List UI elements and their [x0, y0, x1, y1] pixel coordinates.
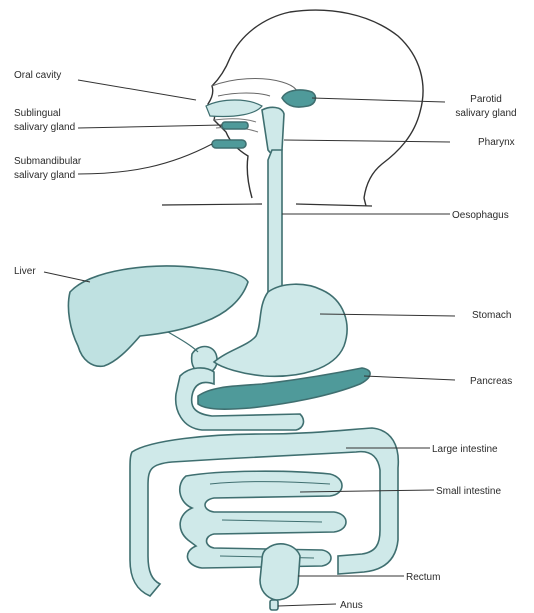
label-sublingual-line1: Sublingual — [14, 108, 61, 119]
label-large-intestine: Large intestine — [432, 444, 498, 455]
rectum — [260, 544, 300, 600]
label-oesophagus: Oesophagus — [452, 210, 509, 221]
label-parotid-line2: salivary gland — [455, 108, 516, 119]
submandibular-gland — [212, 140, 246, 148]
sublingual-gland — [222, 122, 248, 129]
liver — [68, 266, 248, 366]
label-parotid-line1: Parotid — [470, 94, 502, 105]
label-sublingual-line2: salivary gland — [14, 122, 75, 133]
label-anus: Anus — [340, 600, 363, 611]
shoulder-line — [162, 204, 372, 206]
label-rectum: Rectum — [406, 572, 440, 583]
label-small-intestine: Small intestine — [436, 486, 501, 497]
anal-canal — [270, 600, 278, 610]
parotid-gland — [282, 90, 315, 107]
label-stomach: Stomach — [472, 310, 511, 321]
oesophagus — [268, 150, 282, 296]
label-submandibular-line2: salivary gland — [14, 170, 75, 181]
pharynx — [262, 107, 284, 154]
label-submandibular-line1: Submandibular — [14, 156, 82, 167]
label-liver: Liver — [14, 266, 36, 277]
bile-duct — [168, 332, 198, 352]
label-pancreas: Pancreas — [470, 376, 512, 387]
neck-back — [364, 198, 366, 206]
tongue — [206, 100, 262, 117]
label-oral-cavity: Oral cavity — [14, 70, 61, 81]
label-pharynx: Pharynx — [478, 137, 515, 148]
